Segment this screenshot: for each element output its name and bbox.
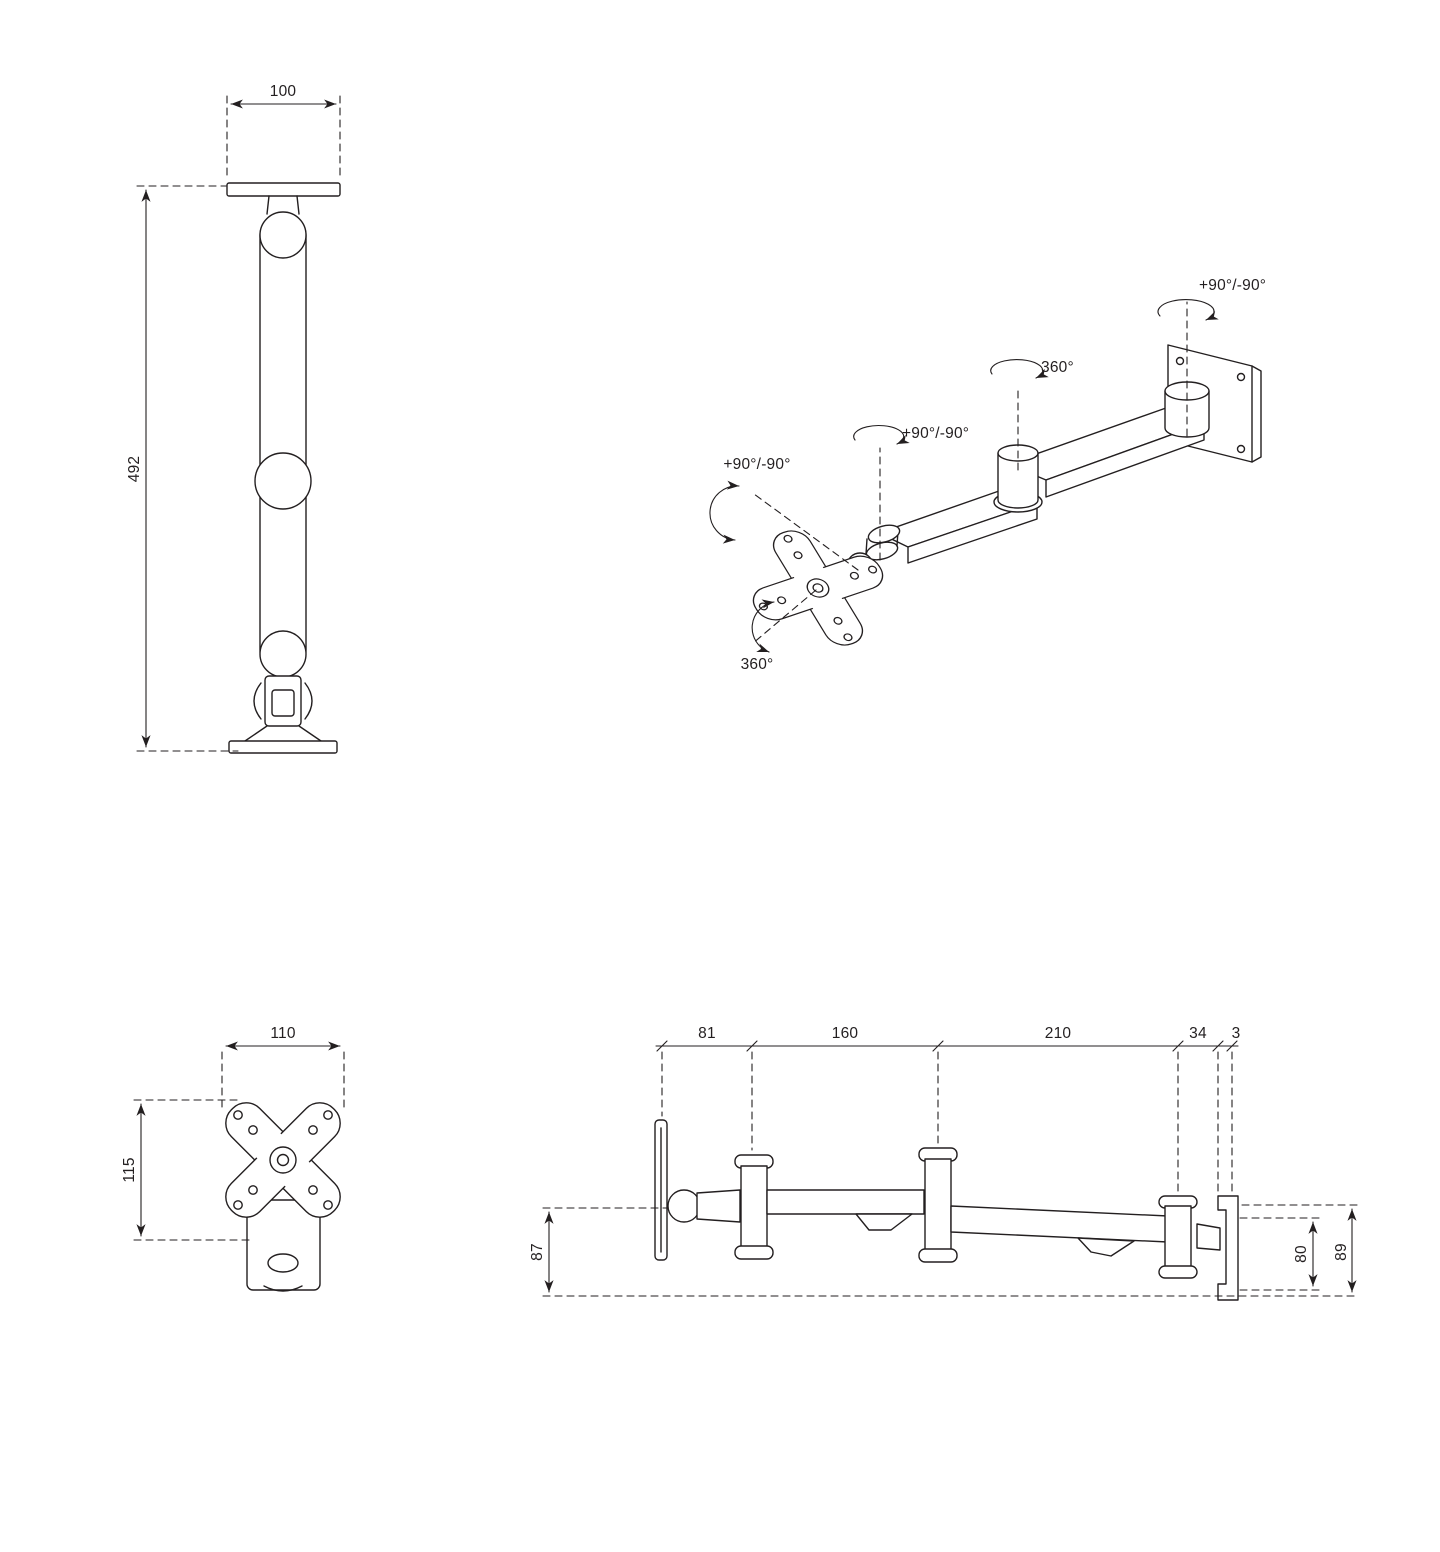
middle-joint-iso (993, 444, 1043, 513)
dim-vesa-width: 110 (221, 1025, 345, 1111)
view-folded-front: 100 492 (126, 83, 341, 754)
upper-joint (259, 211, 307, 259)
joint1-cylinder (734, 1154, 774, 1260)
middle-joint (254, 452, 312, 510)
dim-label-89: 89 (1333, 1243, 1350, 1261)
quick-release-bracket (246, 1199, 321, 1292)
release-knob (267, 1253, 299, 1273)
joint3-cylinder (1158, 1195, 1198, 1279)
elbow-joint (865, 524, 901, 561)
dim-chain-top: 81 160 210 34 3 (655, 1025, 1241, 1193)
ball-joint-side (667, 1189, 701, 1223)
dim-top-width: 100 (226, 83, 341, 181)
top-plate (226, 182, 341, 197)
base-plate (228, 740, 338, 754)
view-vesa-front: 110 115 (121, 1025, 345, 1292)
iso-annotations: +90°/-90° 360° +90°/-90° +90°/-90° 360° (709, 277, 1266, 673)
dim-label-81: 81 (698, 1025, 716, 1042)
dim-height-80: 80 (1239, 1217, 1321, 1291)
view-extended-side: 81 160 210 34 3 87 80 89 (529, 1025, 1359, 1301)
dim-height-89: 89 (1241, 1204, 1359, 1293)
arm-column (259, 212, 307, 674)
dim-label-87: 87 (529, 1243, 546, 1261)
dim-label-3: 3 (1232, 1025, 1241, 1042)
extended-arm-drawing (654, 1119, 1239, 1301)
dim-label-34: 34 (1189, 1025, 1207, 1042)
arm2-side (950, 1205, 1169, 1243)
dim-vesa-height: 115 (121, 1099, 251, 1241)
wall-joint (1164, 381, 1210, 438)
view-isometric: +90°/-90° 360° +90°/-90° +90°/-90° 360° (709, 277, 1266, 673)
dim-height-87: 87 (529, 1207, 1359, 1297)
folded-arm-drawing (226, 182, 341, 754)
vesa-head-iso (752, 530, 884, 646)
rotation-label-elbow-joint: +90°/-90° (902, 425, 969, 442)
rotation-label-head-tilt: +90°/-90° (723, 456, 790, 473)
dim-label-80: 80 (1293, 1245, 1310, 1263)
rotation-label-vesa-spin: 360° (741, 656, 774, 673)
dim-label-top-width: 100 (270, 83, 297, 100)
dim-label-210: 210 (1045, 1025, 1072, 1042)
dim-label-vesa-height: 115 (121, 1157, 138, 1182)
dim-label-160: 160 (832, 1025, 859, 1042)
rotation-label-mid-joint: 360° (1041, 359, 1074, 376)
rail-bracket (1217, 1195, 1239, 1301)
dim-label-vesa-width: 110 (270, 1025, 295, 1042)
rotation-label-wall-joint: +90°/-90° (1199, 277, 1266, 294)
dim-overall-height: 492 (126, 185, 239, 752)
joint2-cylinder (918, 1147, 958, 1263)
quick-release-latch (271, 689, 295, 717)
center-hub (269, 1146, 297, 1174)
iso-drawing (752, 344, 1262, 646)
dim-label-overall-height: 492 (126, 456, 143, 482)
vesa-plate (225, 1102, 341, 1218)
arm1-side (766, 1189, 925, 1215)
lower-joint (259, 630, 307, 678)
